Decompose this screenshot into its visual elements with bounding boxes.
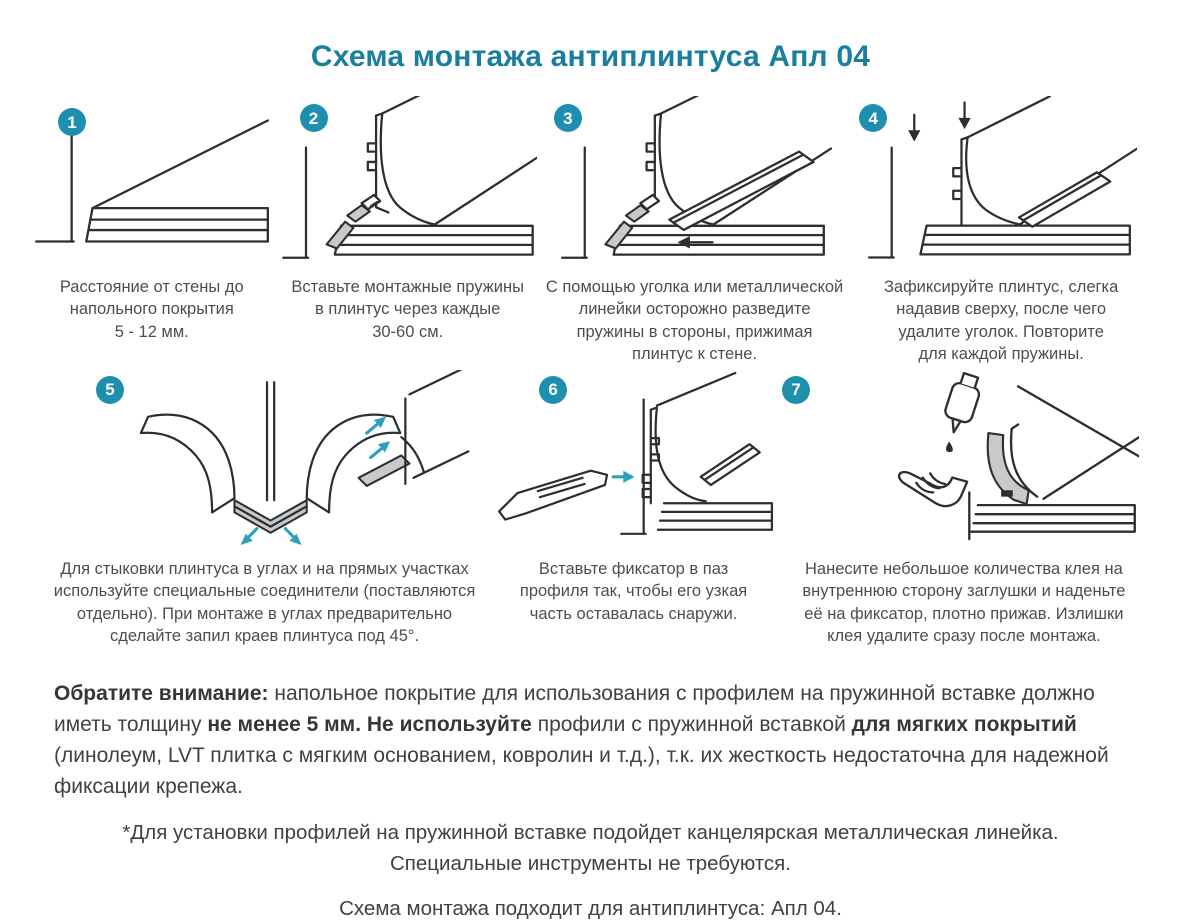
flooring [919,224,1132,256]
step-1-art: 1 [28,96,276,266]
arrow-left-icon [677,236,714,249]
compatibility-line: Схема монтажа подходит для антиплинтуса:… [339,897,842,921]
flooring [612,224,825,256]
step-5-illustration-corner-connectors [139,369,470,545]
step-3: 3 [540,96,849,366]
press-down-arrows [908,101,971,142]
wall-line [281,96,537,259]
step-6-caption: Вставьте фиксатор в паз профиля так, что… [519,559,748,623]
step-2-caption: Вставьте монтажные пружины в плинтус чер… [291,278,524,341]
skirting-profile [366,112,437,226]
fixator-wedge [498,469,609,521]
step-number-badge: 2 [299,104,328,132]
step-4: 4 [849,96,1153,366]
step-7-caption: Нанесите небольшое количества клея на вн… [802,559,1126,646]
step-5-caption: Для стыковки плинтуса в углах и на прямы… [53,559,476,646]
step-6-illustration-insert-fixator [498,371,774,535]
attention-note-bold-1: Обратите внимание: [54,681,269,705]
installation-scheme-page: Схема монтажа антиплинтуса Апл 04 1 Расс… [28,40,1153,921]
steps-row-1: 1 Расстояние от стены до напольного покр… [28,96,1153,366]
wall-line [620,371,737,535]
teal-arrow-right-icon [611,470,635,483]
right-wall-lines [399,369,470,485]
step-3-art: 3 [540,96,849,266]
step-2-art: 2 [276,96,540,266]
metal-ruler [699,442,761,486]
metal-ruler [668,150,815,232]
step-4-illustration-press-down [868,96,1138,259]
step-number-badge: 7 [782,375,811,404]
step-4-caption: Зафиксируйте плинтус, слегка надавив све… [883,278,1119,364]
step-3-illustration-spread-springs [561,96,833,259]
attention-note-bold-2: не менее 5 мм. Не используйте [207,712,532,736]
attention-note-text-2: профили с пружинной вставкой [531,712,852,736]
flooring [656,501,774,531]
step-6: 6 [491,370,776,625]
attention-note-text-1: напольное покрытие для использования с п… [54,681,1095,736]
mounting-spring-icon [325,193,382,250]
step-2-illustration-insert-springs [281,96,537,259]
step-number-badge: 4 [859,104,888,132]
step-4-art: 4 [849,96,1153,266]
mounting-spring-icon [604,193,661,250]
corner-edge-lines [265,380,275,502]
ruler-footnote: *Для установки профилей на пружинной вст… [0,818,1181,880]
attention-note-bold-3: для мягких покрытий [851,712,1077,736]
step-5: 5 [38,369,491,648]
metal-ruler [1017,171,1112,228]
step-1-illustration-wall-gap [34,113,269,243]
step-3-caption: С помощью уголка или металлической линей… [545,278,844,364]
wall-line [1016,384,1139,500]
step-number-badge: 3 [553,104,582,132]
teal-arrows-corner [240,526,302,545]
flooring [968,490,1136,540]
step-number-badge: 6 [539,375,568,404]
flooring [333,224,534,256]
ruler-footnote-line2: Специальные инструменты не требуются. [390,851,791,875]
step-5-art: 5 [38,369,491,548]
step-1: 1 Расстояние от стены до напольного покр… [28,96,276,343]
step-number-badge: 1 [58,108,86,136]
step-6-art: 6 [491,370,776,548]
end-cap [986,431,1030,505]
step-2: 2 [276,96,540,343]
step-number-badge: 5 [96,375,124,404]
straight-connector [357,454,410,487]
steps-row-2: 5 [38,369,1143,648]
hand-icon [897,470,969,507]
step-7-illustration-glue-end-cap [897,371,1139,540]
wall-line [561,96,833,259]
step-1-caption: Расстояние от стены до напольного покрыт… [59,278,244,341]
skirting-profile [641,406,707,505]
flooring [84,119,269,243]
profile-behind-cap [1009,423,1039,498]
skirting-profile [952,136,1023,227]
left-profile-piece [139,413,236,514]
step-7: 7 [776,370,1152,648]
attention-note: Обратите внимание: напольное покрытие дл… [54,678,1127,802]
skirting-profile [645,112,716,226]
attention-note-text-3: (линолеум, LVT плитка с мягким основание… [54,743,1109,798]
teal-arrows-slide [364,416,390,459]
step-7-art: 7 [776,370,1152,548]
glue-bottle-icon [944,371,980,452]
ruler-footnote-line1: *Для установки профилей на пружинной вст… [122,820,1059,844]
page-title: Схема монтажа антиплинтуса Апл 04 [310,40,871,73]
corner-connector [232,498,308,534]
right-profile-piece [305,413,401,514]
